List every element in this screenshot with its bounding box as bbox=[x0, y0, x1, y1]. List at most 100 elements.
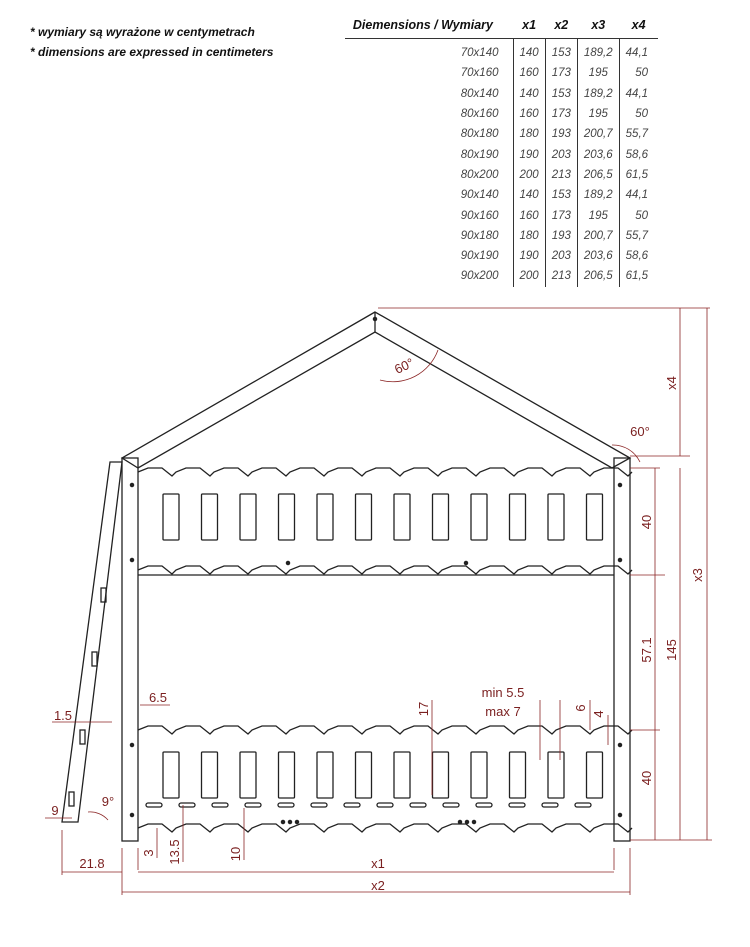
top-rail-slot bbox=[585, 493, 604, 541]
screw-dot bbox=[471, 819, 477, 825]
screw-dot bbox=[129, 482, 135, 488]
dimension-label: 13.5 bbox=[167, 839, 182, 864]
top-rail-slot bbox=[470, 493, 488, 541]
table-cell-x3: 200,7 bbox=[577, 124, 620, 145]
table-cell-x4: 50 bbox=[635, 67, 649, 80]
dimension-label: 60° bbox=[392, 355, 416, 377]
table-cell-x4: 50 bbox=[635, 108, 649, 121]
dimension-label: 6.5 bbox=[149, 690, 167, 705]
dimension-label: x3 bbox=[690, 568, 705, 582]
dimensions-table: Diemensions / Wymiary x1 x2 x3 x4 70x140… bbox=[345, 12, 659, 287]
table-cell-x2: 213 bbox=[545, 266, 578, 287]
bottom-rail-slot bbox=[431, 751, 450, 799]
dimension-label: 21.8 bbox=[79, 856, 104, 871]
dimension-label: 57.1 bbox=[639, 637, 654, 662]
bottom-rail-lower-edge bbox=[137, 823, 633, 833]
leg-hinge bbox=[91, 651, 98, 667]
table-header-x3: x3 bbox=[577, 12, 620, 39]
dimension-label: 60° bbox=[630, 424, 650, 439]
bed-base-slat bbox=[442, 802, 460, 808]
dimension-label: 4 bbox=[591, 710, 606, 717]
table-cell-x1: 200 bbox=[513, 266, 546, 287]
table-cell-x4: 50 bbox=[635, 209, 649, 222]
bed-frame bbox=[61, 311, 633, 842]
dimension-label: 9 bbox=[51, 803, 58, 818]
table-cell-x2: 173 bbox=[545, 205, 578, 226]
table-cell-x3: 189,2 bbox=[577, 185, 620, 206]
dimension-label: 6 bbox=[573, 704, 588, 711]
table-cell-x1: 190 bbox=[513, 144, 546, 165]
table-cell-x1: 180 bbox=[513, 124, 546, 145]
screw-dot bbox=[617, 742, 623, 748]
screw-dot bbox=[457, 819, 463, 825]
table-cell-x4: 44,1 bbox=[625, 47, 649, 60]
table-cell-x2: 193 bbox=[545, 225, 578, 246]
dimension-label: 1.5 bbox=[54, 708, 72, 723]
bed-base-slat bbox=[541, 802, 559, 808]
table-cell-x4: 61,5 bbox=[625, 270, 649, 283]
top-rail-slot bbox=[508, 493, 527, 541]
table-cell-x2: 203 bbox=[545, 245, 578, 267]
table-header-size: Diemensions / Wymiary bbox=[345, 12, 513, 39]
dimension-label: 40 bbox=[639, 515, 654, 529]
table-cell-size: 80x180 bbox=[345, 124, 514, 145]
table-cell-x4: 55,7 bbox=[625, 128, 649, 141]
table-cell-x3: 195 bbox=[577, 63, 620, 84]
note-polish: * wymiary są wyrażone w centymetrach bbox=[30, 25, 255, 39]
table-cell-size: 70x160 bbox=[345, 63, 514, 84]
table-cell-x2: 153 bbox=[545, 83, 578, 104]
leg-hinge bbox=[100, 587, 107, 603]
screw-dot bbox=[372, 316, 378, 322]
top-rail-slot bbox=[547, 493, 565, 541]
top-rail-slot bbox=[239, 493, 257, 541]
dimension-label: x4 bbox=[664, 376, 679, 390]
bottom-rail-slot bbox=[547, 751, 565, 799]
table-cell-x2: 173 bbox=[545, 63, 578, 84]
bed-base-slat bbox=[244, 802, 262, 808]
roof-beam bbox=[120, 311, 632, 469]
bed-base-slat bbox=[277, 802, 295, 808]
top-rail-lower-edge bbox=[137, 565, 633, 575]
table-cell-x2: 153 bbox=[545, 38, 578, 64]
top-rail-slot bbox=[277, 493, 296, 541]
table-cell-x4: 61,5 bbox=[625, 168, 649, 181]
table-cell-x3: 195 bbox=[577, 103, 620, 125]
bottom-rail-slot bbox=[277, 751, 296, 799]
bed-base-slat bbox=[211, 802, 229, 808]
table-cell-x4: 58,6 bbox=[625, 148, 649, 161]
top-rail-upper-edge bbox=[137, 467, 633, 477]
bottom-rail-slot bbox=[200, 751, 219, 799]
screw-dot bbox=[617, 482, 623, 488]
table-cell-x1: 190 bbox=[513, 245, 546, 267]
table-cell-size: 90x190 bbox=[345, 245, 514, 267]
screw-dot bbox=[280, 819, 286, 825]
table-cell-size: 80x160 bbox=[345, 103, 514, 125]
bed-base-slat bbox=[145, 802, 163, 808]
top-rail-slot bbox=[354, 493, 373, 541]
table-cell-x1: 160 bbox=[513, 205, 546, 226]
table-cell-x3: 203,6 bbox=[577, 245, 620, 267]
table-cell-size: 90x160 bbox=[345, 205, 514, 226]
screw-dot bbox=[285, 560, 291, 566]
table-cell-size: 80x190 bbox=[345, 144, 514, 165]
table-cell-size: 90x140 bbox=[345, 185, 514, 206]
table-cell-x3: 189,2 bbox=[577, 83, 620, 104]
dimension-label: 145 bbox=[664, 639, 679, 661]
top-rail-slot bbox=[162, 493, 180, 541]
bed-base-slat bbox=[508, 802, 526, 808]
bottom-rail-slot bbox=[508, 751, 527, 799]
table-cell-x1: 180 bbox=[513, 225, 546, 246]
top-rail-slot bbox=[200, 493, 219, 541]
table-cell-x1: 140 bbox=[513, 185, 546, 206]
table-cell-x1: 140 bbox=[513, 38, 546, 64]
left-post bbox=[121, 457, 139, 842]
right-post bbox=[613, 457, 631, 842]
table-cell-x1: 160 bbox=[513, 63, 546, 84]
